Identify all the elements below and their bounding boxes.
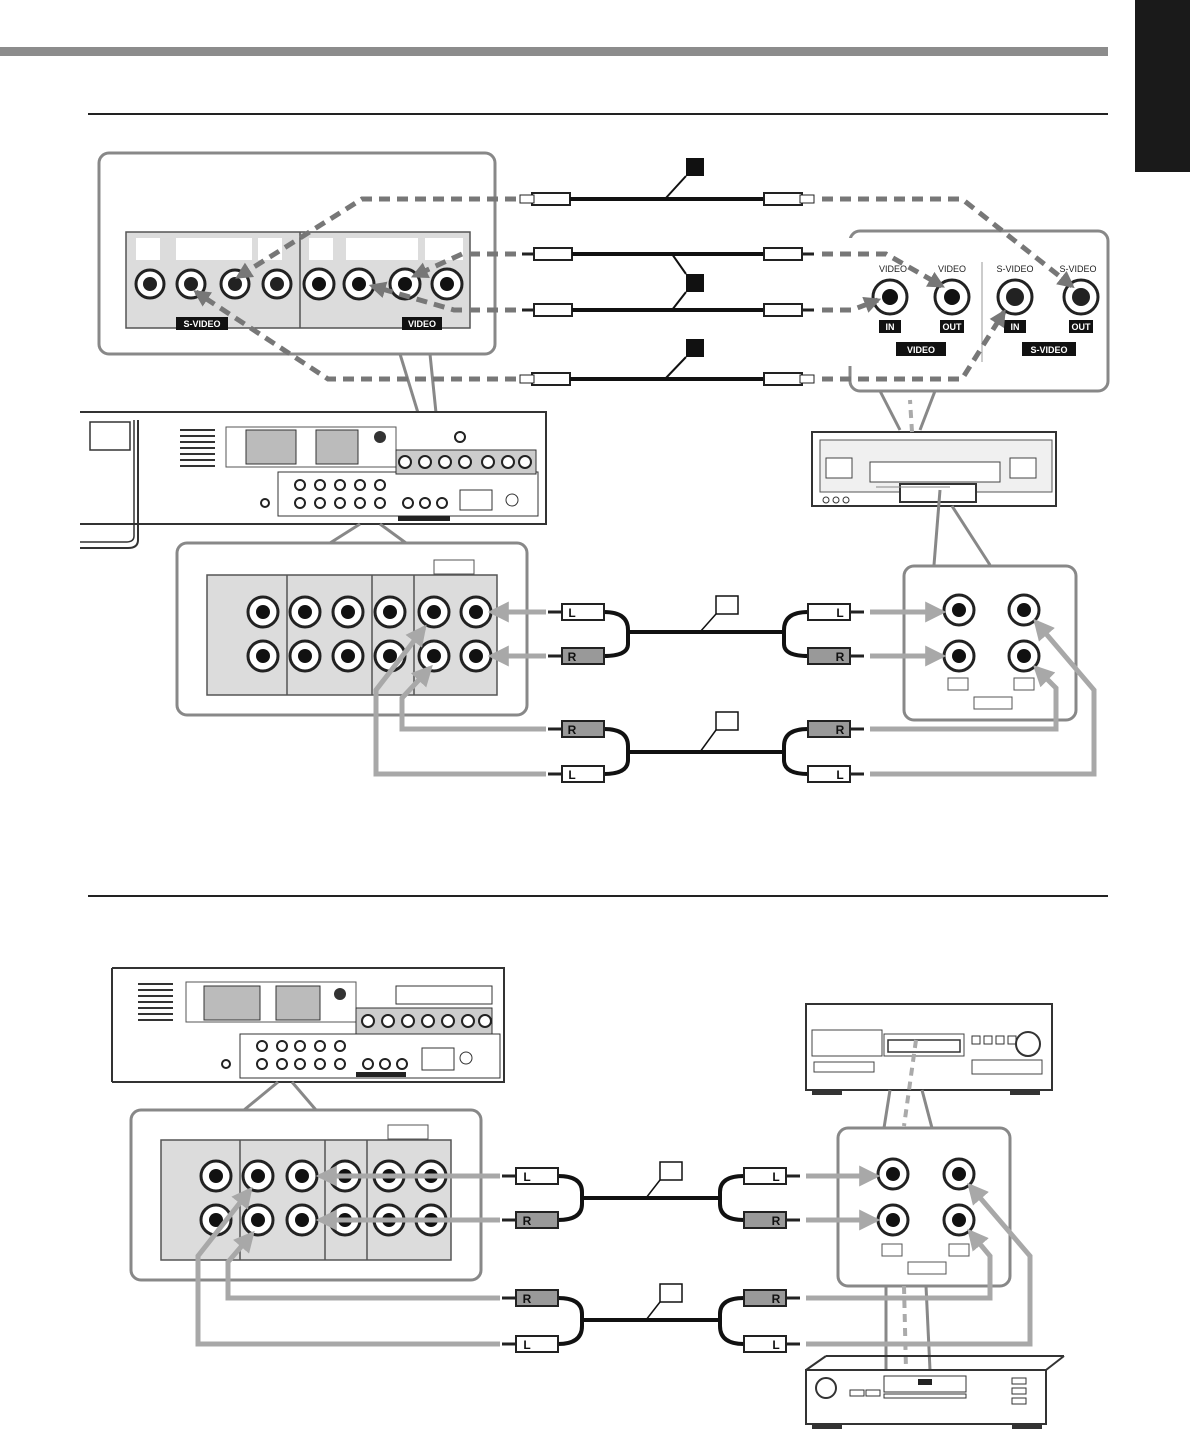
video-cables bbox=[520, 158, 814, 385]
rca-jack-icon bbox=[333, 597, 363, 627]
vcr-video-out-tag: OUT bbox=[943, 322, 963, 332]
rca-jack-icon bbox=[432, 269, 462, 299]
plug-label-r: R bbox=[523, 1292, 532, 1306]
vcr-video-in-label: VIDEO bbox=[879, 264, 907, 274]
vcr-svideo-group-label: S-VIDEO bbox=[1030, 345, 1067, 355]
plug-label-r: R bbox=[772, 1214, 781, 1228]
audio-cables-top: L R L R R L bbox=[548, 596, 864, 782]
s-video-plug-icon bbox=[520, 373, 570, 385]
plug-label-l: L bbox=[523, 1338, 530, 1352]
receiver-audio-jack-callout-top bbox=[177, 524, 527, 715]
receiver-video-jack-callout: S-VIDEO VIDEO bbox=[99, 153, 495, 354]
receiver-audio-jack-callout-bottom bbox=[131, 1110, 481, 1280]
plug-label-r: R bbox=[772, 1292, 781, 1306]
rca-jack-icon bbox=[304, 269, 334, 299]
s-video-plug-icon bbox=[520, 193, 570, 205]
rca-jack-icon bbox=[287, 1161, 317, 1191]
rca-plug-icon: R bbox=[548, 648, 604, 664]
rca-plug-icon: R bbox=[808, 648, 864, 664]
rca-jack-icon bbox=[1009, 595, 1039, 625]
cassette-deck-jack-callout bbox=[838, 1128, 1010, 1286]
plug-label-l: L bbox=[836, 768, 843, 782]
rca-jack-icon bbox=[201, 1161, 231, 1191]
cassette-deck-unit bbox=[806, 1004, 1052, 1095]
rca-jack-icon bbox=[344, 269, 374, 299]
s-video-plug-icon bbox=[764, 373, 814, 385]
rca-jack-icon bbox=[461, 641, 491, 671]
rca-plug-icon: L bbox=[744, 1168, 800, 1184]
receiver-video-label: VIDEO bbox=[408, 319, 436, 329]
rca-jack-icon bbox=[878, 1159, 908, 1189]
rca-jack-icon bbox=[1009, 641, 1039, 671]
plug-label-l: L bbox=[772, 1170, 779, 1184]
vcr-unit bbox=[812, 432, 1056, 506]
s-video-plug-icon bbox=[764, 193, 814, 205]
rca-jack-icon bbox=[333, 641, 363, 671]
rca-plug-icon: R bbox=[502, 1290, 558, 1306]
rca-jack-icon bbox=[461, 597, 491, 627]
rca-plug-icon: R bbox=[502, 1212, 558, 1228]
plug-label-r: R bbox=[568, 650, 577, 664]
plug-label-r: R bbox=[568, 723, 577, 737]
rca-plug-icon: R bbox=[808, 721, 864, 737]
rca-plug-icon: L bbox=[808, 766, 864, 782]
plug-label-l: L bbox=[568, 768, 575, 782]
s-video-jack-icon bbox=[998, 280, 1032, 314]
rca-jack-icon bbox=[419, 597, 449, 627]
vcr-video-in-tag: IN bbox=[886, 322, 895, 332]
rca-jack-icon bbox=[248, 597, 278, 627]
rca-jack-icon bbox=[243, 1205, 273, 1235]
rca-jack-icon bbox=[944, 595, 974, 625]
rca-jack-icon bbox=[419, 641, 449, 671]
rca-plug-icon bbox=[764, 248, 814, 260]
rca-jack-icon bbox=[944, 1205, 974, 1235]
rca-plug-icon: R bbox=[744, 1212, 800, 1228]
rca-jack-icon bbox=[287, 1205, 317, 1235]
vcr-svideo-in-tag: IN bbox=[1011, 322, 1020, 332]
rca-plug-icon: L bbox=[808, 604, 864, 620]
rca-plug-icon: L bbox=[502, 1336, 558, 1352]
vcr-svideo-in-label: S-VIDEO bbox=[996, 264, 1033, 274]
rca-jack-icon bbox=[878, 1205, 908, 1235]
rca-jack-icon bbox=[944, 1159, 974, 1189]
rca-plug-icon: L bbox=[502, 1168, 558, 1184]
rca-jack-icon bbox=[290, 641, 320, 671]
vcr-video-out-label: VIDEO bbox=[938, 264, 966, 274]
rca-plug-icon: R bbox=[744, 1290, 800, 1306]
s-video-jack-icon bbox=[177, 270, 205, 298]
rca-jack-icon bbox=[248, 641, 278, 671]
rca-jack-icon bbox=[290, 597, 320, 627]
vcr-audio-jack-callout bbox=[904, 566, 1076, 720]
rca-jack-icon bbox=[243, 1161, 273, 1191]
receiver-rear-panel bbox=[80, 412, 546, 548]
vcr-svideo-out-label: S-VIDEO bbox=[1059, 264, 1096, 274]
vcr-video-group-label: VIDEO bbox=[907, 345, 935, 355]
rca-plug-icon: L bbox=[744, 1336, 800, 1352]
cd-player-unit bbox=[806, 1286, 1064, 1429]
s-video-jack-icon bbox=[136, 270, 164, 298]
rca-jack-icon bbox=[375, 597, 405, 627]
rca-plug-icon bbox=[764, 304, 814, 316]
rca-jack-icon bbox=[944, 641, 974, 671]
rca-jack-icon bbox=[873, 280, 907, 314]
rca-plug-icon: L bbox=[548, 604, 604, 620]
plug-label-l: L bbox=[568, 606, 575, 620]
plug-label-r: R bbox=[523, 1214, 532, 1228]
plug-label-r: R bbox=[836, 650, 845, 664]
plug-label-r: R bbox=[836, 723, 845, 737]
receiver-s-video-label: S-VIDEO bbox=[183, 319, 220, 329]
plug-label-l: L bbox=[523, 1170, 530, 1184]
plug-label-l: L bbox=[772, 1338, 779, 1352]
section-tab bbox=[1135, 0, 1190, 172]
audio-cables-bottom: L R L R R L bbox=[502, 1162, 800, 1352]
vcr-svideo-out-tag: OUT bbox=[1072, 322, 1092, 332]
rca-plug-icon bbox=[522, 248, 572, 260]
s-video-jack-icon bbox=[263, 270, 291, 298]
plug-label-l: L bbox=[836, 606, 843, 620]
rca-plug-icon bbox=[522, 304, 572, 316]
rca-plug-icon: R bbox=[548, 721, 604, 737]
rca-plug-icon: L bbox=[548, 766, 604, 782]
receiver-rear-panel-bottom bbox=[112, 968, 504, 1082]
